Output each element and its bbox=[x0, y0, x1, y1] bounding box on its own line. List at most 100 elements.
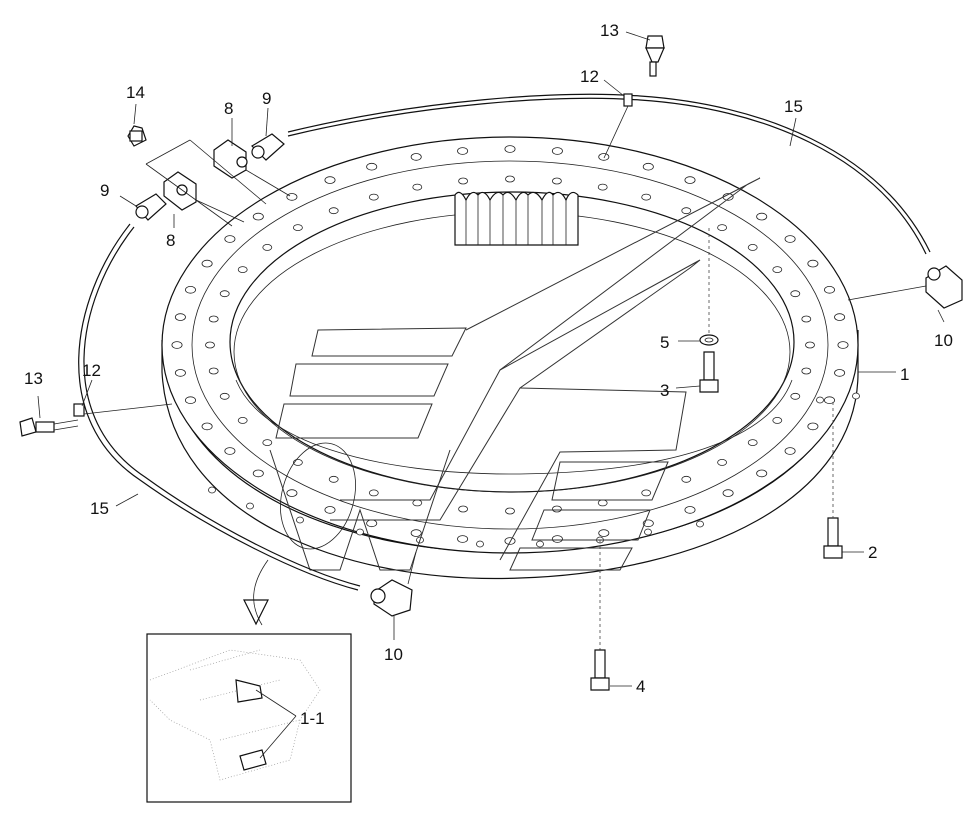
bolt-hole bbox=[772, 266, 783, 274]
bolt-hole bbox=[184, 285, 196, 294]
bolt-hole bbox=[252, 469, 264, 478]
bolt-2 bbox=[823, 402, 843, 559]
bolt-hole bbox=[805, 341, 815, 349]
bolt-hole bbox=[237, 266, 248, 274]
bolt-hole bbox=[457, 147, 469, 155]
callout-4: 4 bbox=[636, 677, 645, 696]
bolt-hole bbox=[366, 162, 378, 171]
bolt-hole bbox=[681, 207, 692, 215]
side-hole bbox=[356, 528, 364, 536]
bolt-hole bbox=[237, 416, 248, 424]
bolt-hole bbox=[784, 447, 796, 455]
bolt-hole bbox=[598, 153, 610, 161]
bolt-hole bbox=[837, 341, 849, 349]
bolt-hole bbox=[505, 507, 515, 515]
bolt-hole bbox=[790, 392, 801, 400]
callout-13-left: 13 bbox=[24, 369, 43, 388]
hose-clamp-12-top bbox=[623, 93, 633, 107]
bolt-hole bbox=[366, 519, 378, 528]
watermark-logo bbox=[269, 177, 761, 571]
bolt-hole bbox=[292, 224, 303, 232]
bolt-hole bbox=[328, 475, 339, 483]
bolt-hole bbox=[801, 367, 812, 375]
bolt-hole bbox=[324, 506, 336, 514]
callout-3: 3 bbox=[660, 381, 669, 400]
bolt-hole bbox=[641, 489, 652, 497]
elbow-fitting-8-lower bbox=[163, 171, 197, 211]
bolt-hole bbox=[208, 367, 219, 375]
bolt-hole bbox=[262, 243, 273, 251]
bolt-hole bbox=[368, 193, 379, 201]
bolt-hole bbox=[717, 224, 727, 232]
callout-9-lower: 9 bbox=[100, 181, 109, 200]
bolt-hole bbox=[224, 235, 236, 243]
bolt-hole bbox=[458, 505, 469, 513]
bolt-hole bbox=[410, 153, 422, 161]
bolt-hole bbox=[597, 183, 608, 191]
clamp-bolt-13-top bbox=[645, 35, 665, 77]
callout-8-upper: 8 bbox=[224, 99, 233, 118]
bolt-hole bbox=[184, 396, 196, 405]
callout-5: 5 bbox=[660, 333, 669, 352]
bolt-hole bbox=[286, 489, 298, 497]
side-hole bbox=[208, 486, 216, 494]
side-hole bbox=[296, 516, 304, 524]
bolt-hole bbox=[597, 499, 608, 507]
callout-8-lower: 8 bbox=[166, 231, 175, 250]
bolt-hole bbox=[772, 416, 783, 424]
bolt-hole bbox=[219, 290, 230, 298]
callout-15-upper: 15 bbox=[784, 97, 803, 116]
callout-12-top: 12 bbox=[580, 67, 599, 86]
bolt-holes bbox=[171, 145, 860, 548]
callout-1-1: 1-1 bbox=[300, 709, 325, 728]
bolt-hole bbox=[807, 259, 819, 268]
bolt-hole bbox=[681, 475, 692, 483]
bolt-hole bbox=[262, 439, 273, 447]
callout-10-lower: 10 bbox=[384, 645, 403, 664]
bolt-hole bbox=[684, 176, 696, 184]
bolt-hole bbox=[286, 193, 298, 201]
bolt-hole bbox=[219, 392, 230, 400]
bolt-hole bbox=[205, 341, 215, 349]
grease-nipple-14 bbox=[127, 125, 147, 147]
bolt-hole bbox=[756, 212, 768, 221]
elbow-fitting-10-right bbox=[925, 265, 963, 309]
elbow-fitting-10-lower bbox=[370, 579, 413, 617]
bolt-hole bbox=[551, 147, 563, 155]
leader-lines bbox=[37, 31, 945, 687]
bolt-hole bbox=[208, 315, 219, 323]
callout-10-right: 10 bbox=[934, 331, 953, 350]
bolt-hole bbox=[224, 447, 236, 455]
bolt-hole bbox=[458, 177, 469, 185]
detail-view-1-1 bbox=[146, 559, 352, 803]
bolt-hole bbox=[717, 458, 727, 466]
grease-hose-upper bbox=[287, 93, 931, 255]
bolt-hole bbox=[201, 422, 213, 431]
bolt-hole bbox=[174, 313, 186, 321]
bolt-hole bbox=[834, 313, 846, 321]
bolt-hole bbox=[457, 535, 469, 543]
bolt-hole bbox=[551, 535, 563, 543]
bolt-hole bbox=[784, 235, 796, 243]
callout-15-lower: 15 bbox=[90, 499, 109, 518]
bolt-hole bbox=[722, 489, 734, 497]
bolt-hole bbox=[368, 489, 379, 497]
bolt-hole bbox=[174, 369, 186, 377]
bolt-hole bbox=[756, 469, 768, 478]
bolt-hole bbox=[747, 243, 758, 251]
grease-hose-lower bbox=[78, 223, 361, 591]
side-hole bbox=[476, 540, 484, 548]
side-hole bbox=[696, 520, 704, 528]
callout-9-upper: 9 bbox=[262, 89, 271, 108]
bolt-hole bbox=[505, 175, 515, 183]
callout-13-top: 13 bbox=[600, 21, 619, 40]
adapter-9-lower bbox=[135, 193, 167, 221]
bolt-hole bbox=[790, 290, 801, 298]
bolt-4 bbox=[590, 540, 610, 691]
bolt-hole bbox=[410, 529, 422, 537]
washer-5 bbox=[699, 228, 719, 346]
bolt-hole bbox=[684, 506, 696, 514]
side-hole bbox=[246, 502, 254, 510]
